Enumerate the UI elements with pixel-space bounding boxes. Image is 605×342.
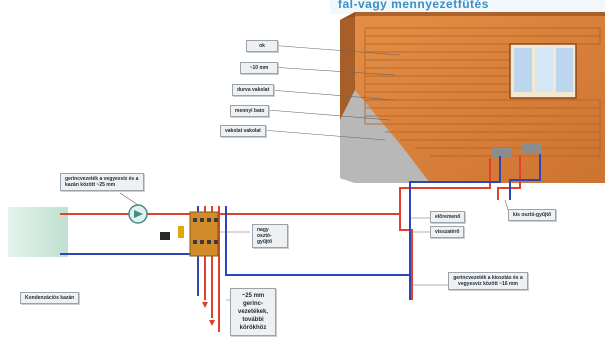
wall-heating-coils xyxy=(364,27,601,157)
branches-line: ~25 mm xyxy=(241,293,265,299)
grey-plaster-layer xyxy=(340,90,430,183)
boiler-panel xyxy=(8,207,68,257)
three-way-valve xyxy=(160,232,170,240)
main-pipes-label: gerincvezeték a kiosztás és a vegyesvíz … xyxy=(448,272,528,290)
wall-layer-label: ~10 mm xyxy=(240,62,278,74)
wall-layer-label: vakolat vakolat xyxy=(220,125,266,137)
wall-layer-label: mennyi bato xyxy=(230,105,270,117)
wall-layer-label: durva vakolat xyxy=(232,84,275,96)
supply-label: előremenő xyxy=(430,211,466,223)
header-strip xyxy=(330,0,605,14)
branches-line: gerinc- xyxy=(242,301,263,307)
manifold-ports xyxy=(193,218,218,244)
mixing-valve xyxy=(178,226,184,238)
branches-line: további xyxy=(242,317,264,323)
wall-top-face xyxy=(340,12,605,20)
diagram-title: fal-vagy mennyezetfűtés xyxy=(338,0,489,11)
branches-line: vezetékek, xyxy=(237,309,269,315)
wall-layer-label: ok xyxy=(246,40,278,52)
branches-line: körökhöz xyxy=(239,325,267,331)
window xyxy=(509,43,577,99)
manifold-label: nagy osztó-gyűjtő xyxy=(252,224,288,248)
room-manifold-label: kis osztó-gyűjtő xyxy=(508,209,557,221)
branch-arrows xyxy=(202,302,215,326)
pump-arrow xyxy=(134,210,143,218)
wall-small-manifold xyxy=(492,144,542,158)
branches-label: ~25 mm gerinc- vezetékek, további körökh… xyxy=(230,288,276,336)
boiler-label: Kondenzációs kazán xyxy=(20,292,80,304)
pipe-sizing-label: gerincvezeték a vegyesvíz és a kazán köz… xyxy=(60,173,144,191)
wall-layer-leaders xyxy=(261,44,401,141)
return-label: visszatérő xyxy=(430,226,465,238)
